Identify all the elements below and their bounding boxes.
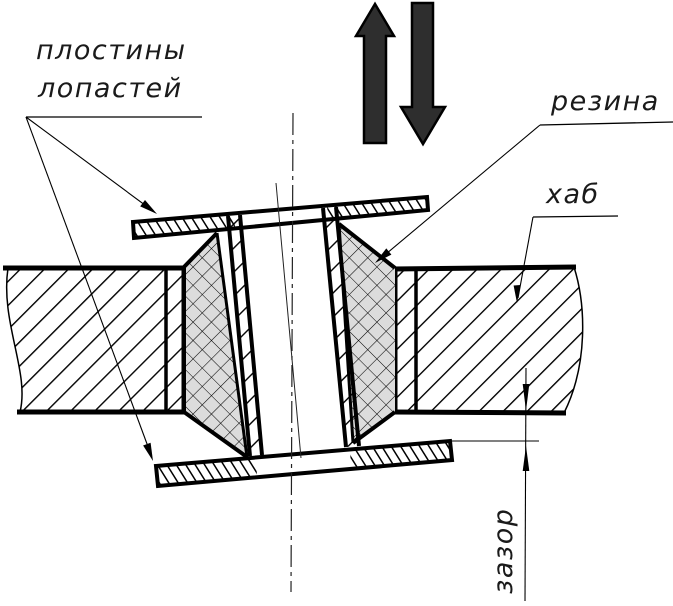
label-blade-plates-line1: плостины: [36, 35, 187, 66]
dimension-arrowhead: [522, 384, 530, 411]
hub-left-break-edge: [5, 267, 23, 413]
web-wall-right: [321, 206, 361, 448]
leader-rubber: [375, 121, 673, 263]
leader-arrowhead: [140, 200, 157, 214]
vertical-centerline: [290, 112, 294, 593]
gap-dimension: [452, 367, 539, 602]
leader-arrowhead: [513, 285, 521, 303]
down-arrow-icon: [398, 1, 448, 147]
hub-right-section: [392, 264, 584, 416]
leader-arrowhead: [143, 442, 153, 461]
label-blade-plates-line2: лопастей: [38, 73, 183, 104]
leader-blade-plates: [25, 116, 202, 461]
blade-plate-top: [130, 194, 431, 241]
rubber-wedge-left: [182, 231, 249, 459]
label-hub: хаб: [546, 179, 600, 210]
label-gap: зазор: [488, 507, 519, 594]
tilted-axis-line: [275, 182, 302, 459]
leader-hub: [513, 215, 619, 303]
hub-right-break-edge: [563, 266, 584, 414]
leader-arrowhead: [375, 248, 392, 263]
blade-plate-bottom: [153, 438, 455, 489]
dimension-arrowhead: [522, 446, 530, 471]
hub-left-section: [3, 265, 187, 415]
web-wall-left: [226, 214, 264, 457]
label-rubber: резина: [551, 86, 660, 117]
up-arrow-icon: [353, 1, 397, 145]
